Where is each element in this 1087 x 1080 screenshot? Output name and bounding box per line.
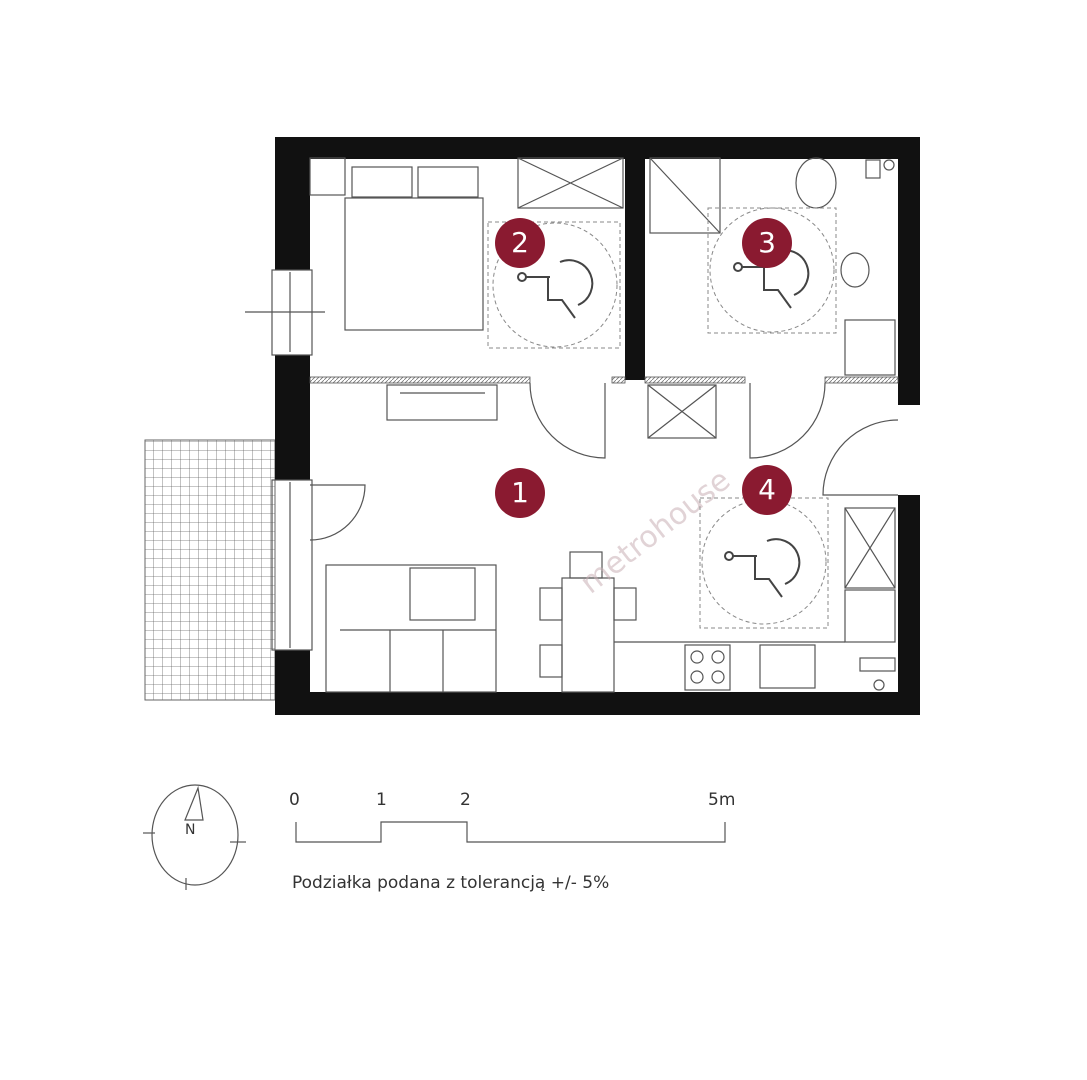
balcony-door bbox=[271, 479, 313, 651]
bed bbox=[344, 197, 484, 331]
scale-tick-5m: 5m bbox=[708, 790, 736, 810]
room-marker-4: 4 bbox=[742, 465, 792, 515]
scale-bar bbox=[295, 821, 726, 843]
room-marker-1: 1 bbox=[495, 468, 545, 518]
sofa bbox=[325, 564, 497, 693]
room-marker-3: 3 bbox=[742, 218, 792, 268]
partitions bbox=[309, 376, 899, 384]
balcony bbox=[144, 439, 276, 701]
wheelchair-icon bbox=[724, 538, 801, 598]
walls bbox=[275, 137, 920, 715]
scale-tick-2: 2 bbox=[460, 790, 471, 810]
wheelchair-icon bbox=[517, 259, 594, 319]
scale-tick-1: 1 bbox=[376, 790, 387, 810]
compass-icon bbox=[143, 784, 246, 890]
dining-table bbox=[561, 577, 615, 693]
scale-note: Podziałka podana z tolerancją +/- 5% bbox=[292, 873, 610, 893]
scale-tick-0: 0 bbox=[289, 790, 300, 810]
compass-north-label: N bbox=[185, 822, 196, 838]
room-marker-2: 2 bbox=[495, 218, 545, 268]
